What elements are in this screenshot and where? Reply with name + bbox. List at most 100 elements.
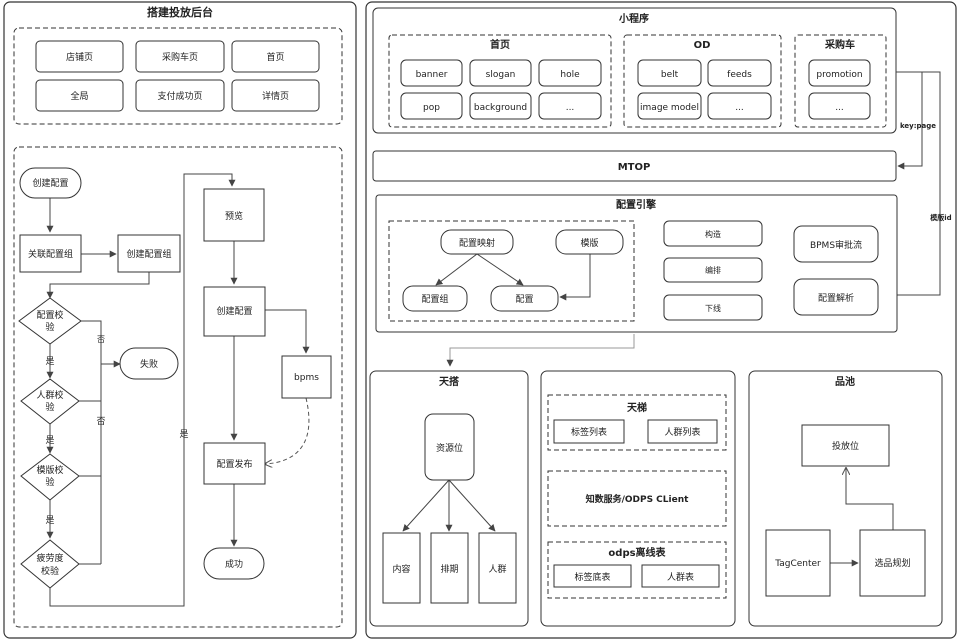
od-item-feeds [707, 59, 772, 87]
page-global [35, 79, 124, 112]
engine-arrange [663, 257, 763, 283]
flow-check-fatigue-line1: 疲劳度 [36, 552, 63, 564]
page-cart-label: 采购车页 [162, 51, 198, 63]
cart-group-title: 采购车 [824, 38, 855, 51]
flow-publish-label: 配置发布 [216, 458, 252, 470]
engine-offline [663, 294, 763, 321]
pinchi-selection [859, 529, 926, 597]
flow-link-group-label: 关联配置组 [28, 248, 73, 260]
home-item-hole-label: hole [560, 70, 580, 80]
tianti-tag-list [553, 419, 625, 444]
tianda-crowd [478, 532, 517, 604]
flow-fail-label: 失败 [140, 358, 158, 370]
flow-check-template-line1: 模版校 [36, 464, 63, 476]
engine-group-label: 配置组 [421, 293, 448, 305]
tianti-group [547, 394, 727, 451]
engine-arrange-label: 编排 [705, 265, 721, 275]
engine-title: 配置引擎 [616, 198, 656, 211]
engine-template [555, 229, 624, 255]
home-group [388, 34, 612, 128]
odps-crowd-table [641, 564, 720, 588]
flow-preview [203, 188, 265, 242]
od-item-belt-label: belt [661, 70, 679, 80]
flow-check-config-line1: 配置校 [36, 309, 63, 321]
engine-parse-label: 配置解析 [818, 292, 854, 304]
yes-label-3: 是 [45, 515, 54, 526]
home-group-title: 首页 [490, 38, 510, 51]
od-item-image-model [637, 92, 702, 120]
mtop-box [372, 150, 897, 182]
mtop-label: MTOP [618, 162, 651, 173]
yes-label-2: 是 [45, 435, 54, 446]
home-item-slogan [469, 59, 532, 87]
flow-publish [203, 442, 266, 485]
flow-check-config-line2: 验 [45, 321, 54, 333]
left-panel [3, 1, 357, 639]
left-panel-title: 搭建投放后台 [147, 5, 213, 19]
home-item-more-label: ... [566, 103, 575, 113]
od-group [623, 34, 782, 128]
flow-preview-label: 预览 [225, 210, 243, 222]
engine-config [490, 285, 559, 312]
engine-mapping [440, 229, 514, 255]
no-label-2: 否 [96, 416, 105, 427]
od-item-belt [637, 59, 702, 87]
tianti-tag-list-label: 标签列表 [571, 426, 607, 438]
flow-check-fatigue [20, 539, 80, 589]
page-global-label: 全局 [70, 90, 88, 102]
bpms-to-publish-dashed [265, 397, 310, 464]
flow-check-crowd-line1: 人群校 [36, 389, 63, 401]
page-pay-success-label: 支付成功页 [157, 90, 202, 102]
flow-create-config-2 [203, 286, 266, 337]
tianda-title: 天搭 [439, 375, 460, 388]
engine-config-label: 配置 [515, 294, 533, 305]
odps-crowd-table-label: 人群表 [667, 571, 694, 583]
yes-label-1: 是 [45, 356, 54, 367]
od-item-image-model-label: image model [640, 103, 699, 113]
right-connectors [446, 71, 941, 367]
engine-connectors [435, 253, 591, 301]
od-item-more-label: ... [735, 103, 744, 113]
mini-program-title: 小程序 [618, 12, 649, 25]
home-item-pop-label: pop [423, 103, 440, 113]
pinchi-selection-label: 选品规划 [874, 557, 910, 569]
pinchi-slot [801, 424, 890, 467]
flow-bpms-label: bpms [294, 373, 319, 383]
engine-build-label: 构造 [705, 229, 721, 239]
edge-label-key-page: key:page [900, 122, 936, 130]
home-item-banner-label: banner [416, 70, 448, 80]
engine-offline-label: 下线 [705, 303, 721, 313]
flow-fail [119, 347, 179, 380]
flow-group [13, 146, 343, 628]
page-home-label: 首页 [266, 51, 284, 63]
tianda-schedule [430, 532, 469, 604]
page-detail [231, 79, 320, 112]
pinchi-tagcenter-label: TagCenter [774, 559, 821, 569]
pages-group [13, 27, 343, 125]
flow-check-crowd [20, 378, 80, 425]
flow-link-group [19, 234, 82, 273]
pinchi-connectors [830, 468, 894, 567]
engine-bpms [793, 225, 879, 263]
pinchi-slot-label: 投放位 [832, 440, 859, 452]
service-group [547, 470, 727, 527]
home-item-slogan-label: slogan [486, 70, 516, 80]
flow-success [203, 547, 265, 580]
page-shop-label: 店铺页 [66, 51, 93, 63]
tianda-crowd-label: 人群 [488, 563, 506, 575]
cart-item-more [808, 92, 871, 120]
engine-group [402, 285, 468, 312]
home-item-more [538, 92, 602, 120]
od-item-feeds-label: feeds [727, 70, 752, 80]
no-label-1: 否 [97, 335, 105, 344]
flow-bpms [281, 355, 332, 399]
home-item-banner [400, 59, 463, 87]
page-shop [35, 40, 124, 73]
odps-tag-table-label: 标签底表 [574, 571, 610, 583]
home-item-hole [538, 59, 602, 87]
flow-connectors [46, 173, 310, 607]
od-item-more [707, 92, 772, 120]
cart-item-promotion-label: promotion [816, 70, 862, 80]
